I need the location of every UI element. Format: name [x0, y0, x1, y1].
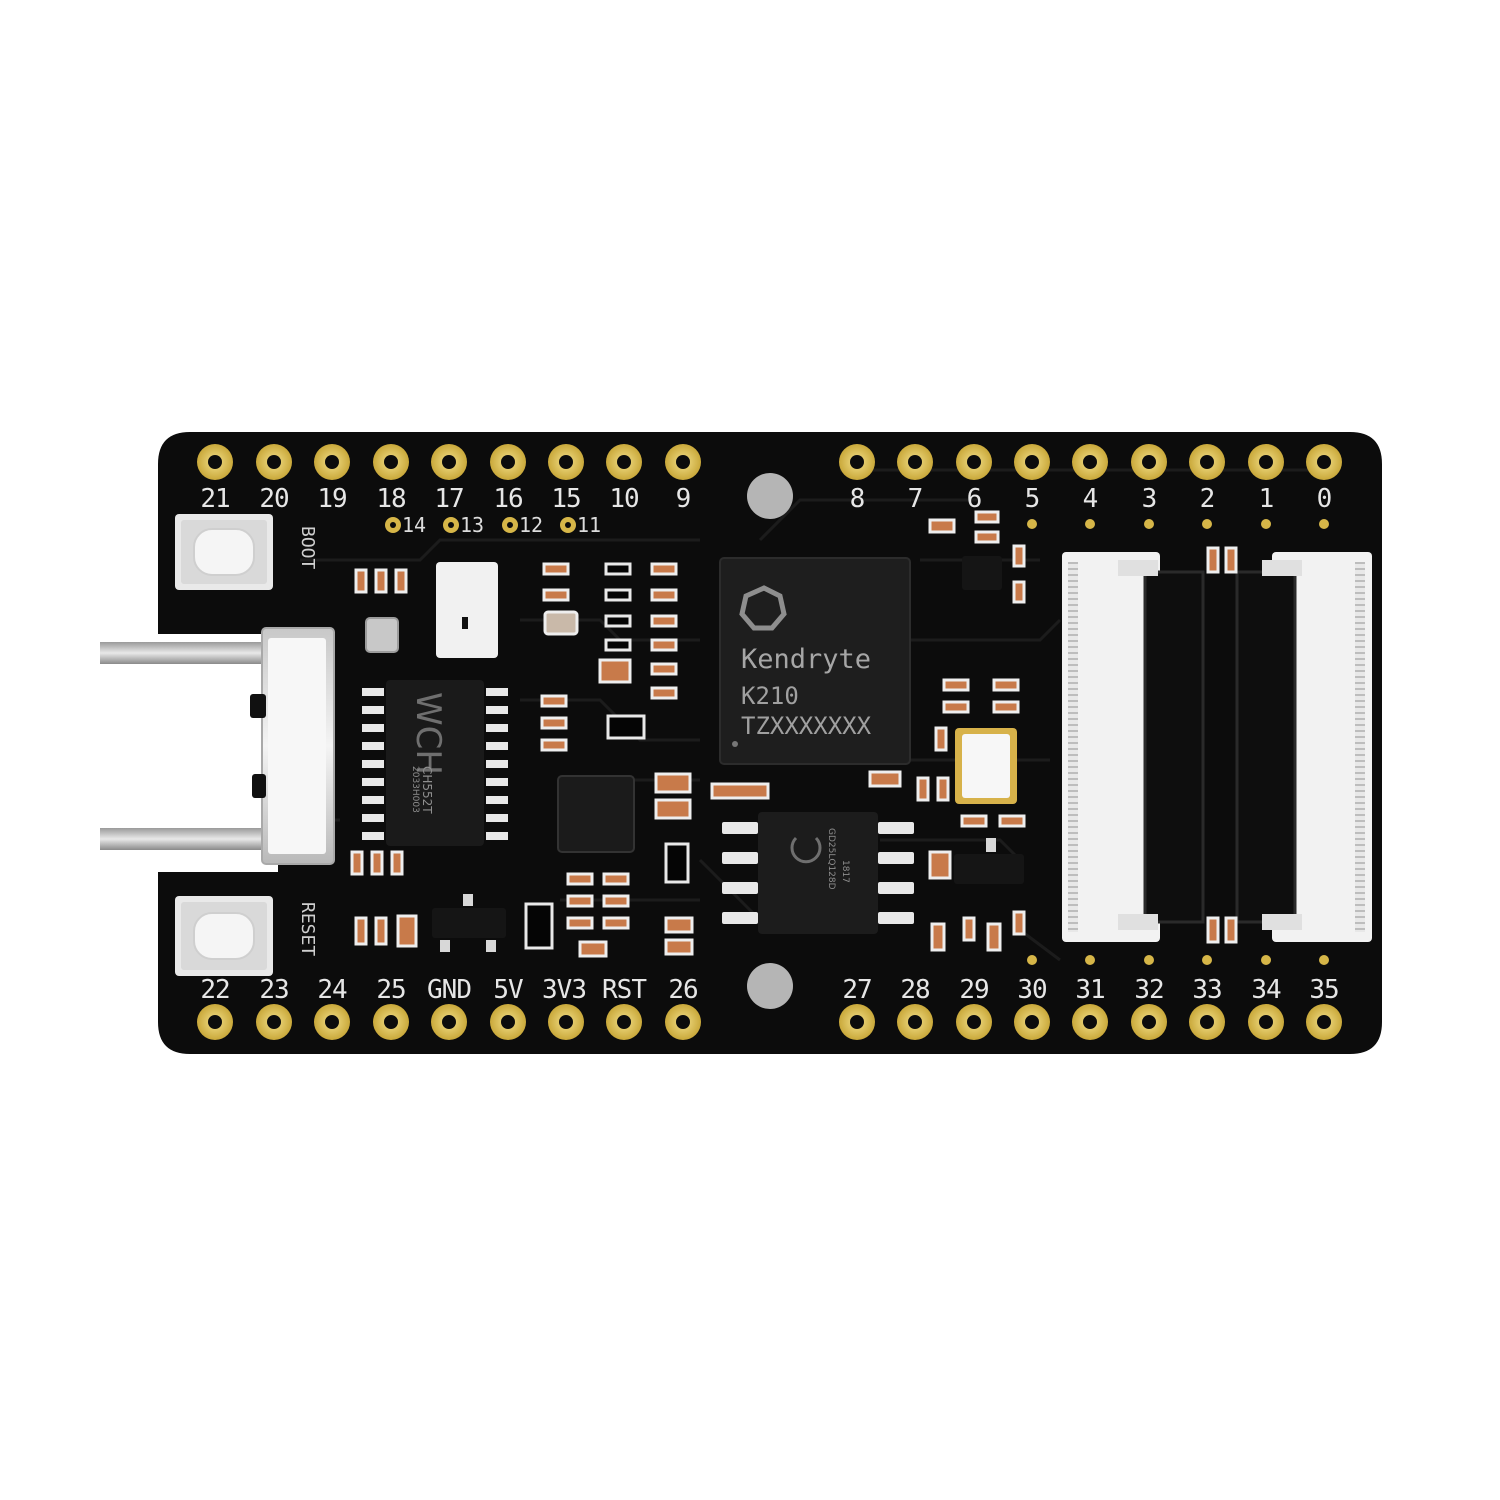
pin-label-34: 34: [1251, 975, 1281, 1005]
pin-label-18: 18: [376, 484, 406, 514]
reset-button-body: [175, 896, 273, 976]
sub-pin-pads: [385, 517, 576, 533]
pin-label-6: 6: [966, 484, 983, 514]
flash-chip: [722, 812, 914, 934]
pin-label-0: 0: [1316, 484, 1333, 514]
pin-label-17: 17: [434, 484, 464, 514]
pin-label-32: 32: [1134, 975, 1164, 1005]
pin-label-1: 1: [1258, 484, 1275, 514]
top-pin-pads: [197, 444, 1342, 480]
bottom-pin-pads: [197, 1004, 1342, 1040]
pin-label-15: 15: [551, 484, 581, 514]
usb-chip-model: CH552T: [420, 766, 434, 814]
microphone: [436, 562, 498, 658]
pin-label-3v3: 3V3: [542, 975, 587, 1005]
pin-label-10: 10: [609, 484, 639, 514]
pin-label-gnd: GND: [427, 975, 472, 1005]
pin-label-23: 23: [259, 975, 289, 1005]
pin-label-28: 28: [900, 975, 930, 1005]
qfn-chip: [557, 775, 635, 853]
k210-serial-text: TZXXXXXXX: [741, 712, 872, 740]
pin-label-3: 3: [1141, 484, 1158, 514]
pin-label-9: 9: [675, 484, 692, 514]
usb-chip-brand: WCH: [408, 692, 448, 775]
mounting-hole-top: [747, 473, 793, 519]
flash-chip-model: GD25LQ128D: [826, 828, 836, 890]
pin-label-21: 21: [200, 484, 230, 514]
pin-label-16: 16: [493, 484, 523, 514]
pin-label-13: 13: [460, 513, 485, 537]
pin-label-31: 31: [1075, 975, 1105, 1005]
pin-label-30: 30: [1017, 975, 1047, 1005]
pin-label-24: 24: [317, 975, 347, 1005]
pin-label-20: 20: [259, 484, 289, 514]
smd-components: [350, 510, 1238, 958]
pin-label-rst: RST: [602, 975, 647, 1005]
test-points: [1027, 519, 1329, 965]
pin-label-27: 27: [842, 975, 872, 1005]
pin-label-25: 25: [376, 975, 406, 1005]
usb-c-connector: [100, 627, 335, 865]
boot-button-label: BOOT: [297, 526, 318, 570]
pin-label-5: 5: [1024, 484, 1041, 514]
kendryte-logo: [739, 585, 787, 631]
boot-button-body: [175, 514, 273, 590]
ffc-connector-left: [1062, 552, 1205, 942]
pin-label-22: 22: [200, 975, 230, 1005]
mounting-hole-bottom: [747, 963, 793, 1009]
ffc-connector-right: [1235, 552, 1372, 942]
usb-chip-code: 2033H003: [410, 766, 420, 813]
pin-label-26: 26: [668, 975, 698, 1005]
pin-label-12: 12: [519, 513, 544, 537]
pin-label-5v: 5V: [493, 975, 523, 1005]
flash-chip-code: 1817: [840, 860, 850, 883]
pin-label-29: 29: [959, 975, 989, 1005]
pin-label-11: 11: [577, 513, 602, 537]
k210-model-text: K210: [741, 682, 799, 710]
crystal: [955, 728, 1017, 804]
pin-label-14: 14: [402, 513, 427, 537]
pin-label-4: 4: [1082, 484, 1099, 514]
pin-label-35: 35: [1309, 975, 1339, 1005]
k210-chip: [719, 557, 911, 765]
pin-label-33: 33: [1192, 975, 1222, 1005]
pin-label-7: 7: [907, 484, 924, 514]
reset-button-label: RESET: [297, 902, 318, 957]
pin-label-8: 8: [849, 484, 866, 514]
pin-label-19: 19: [317, 484, 347, 514]
usb-bridge-chip: [362, 680, 508, 846]
pin-label-2: 2: [1199, 484, 1216, 514]
k210-brand-text: Kendryte: [741, 644, 872, 675]
